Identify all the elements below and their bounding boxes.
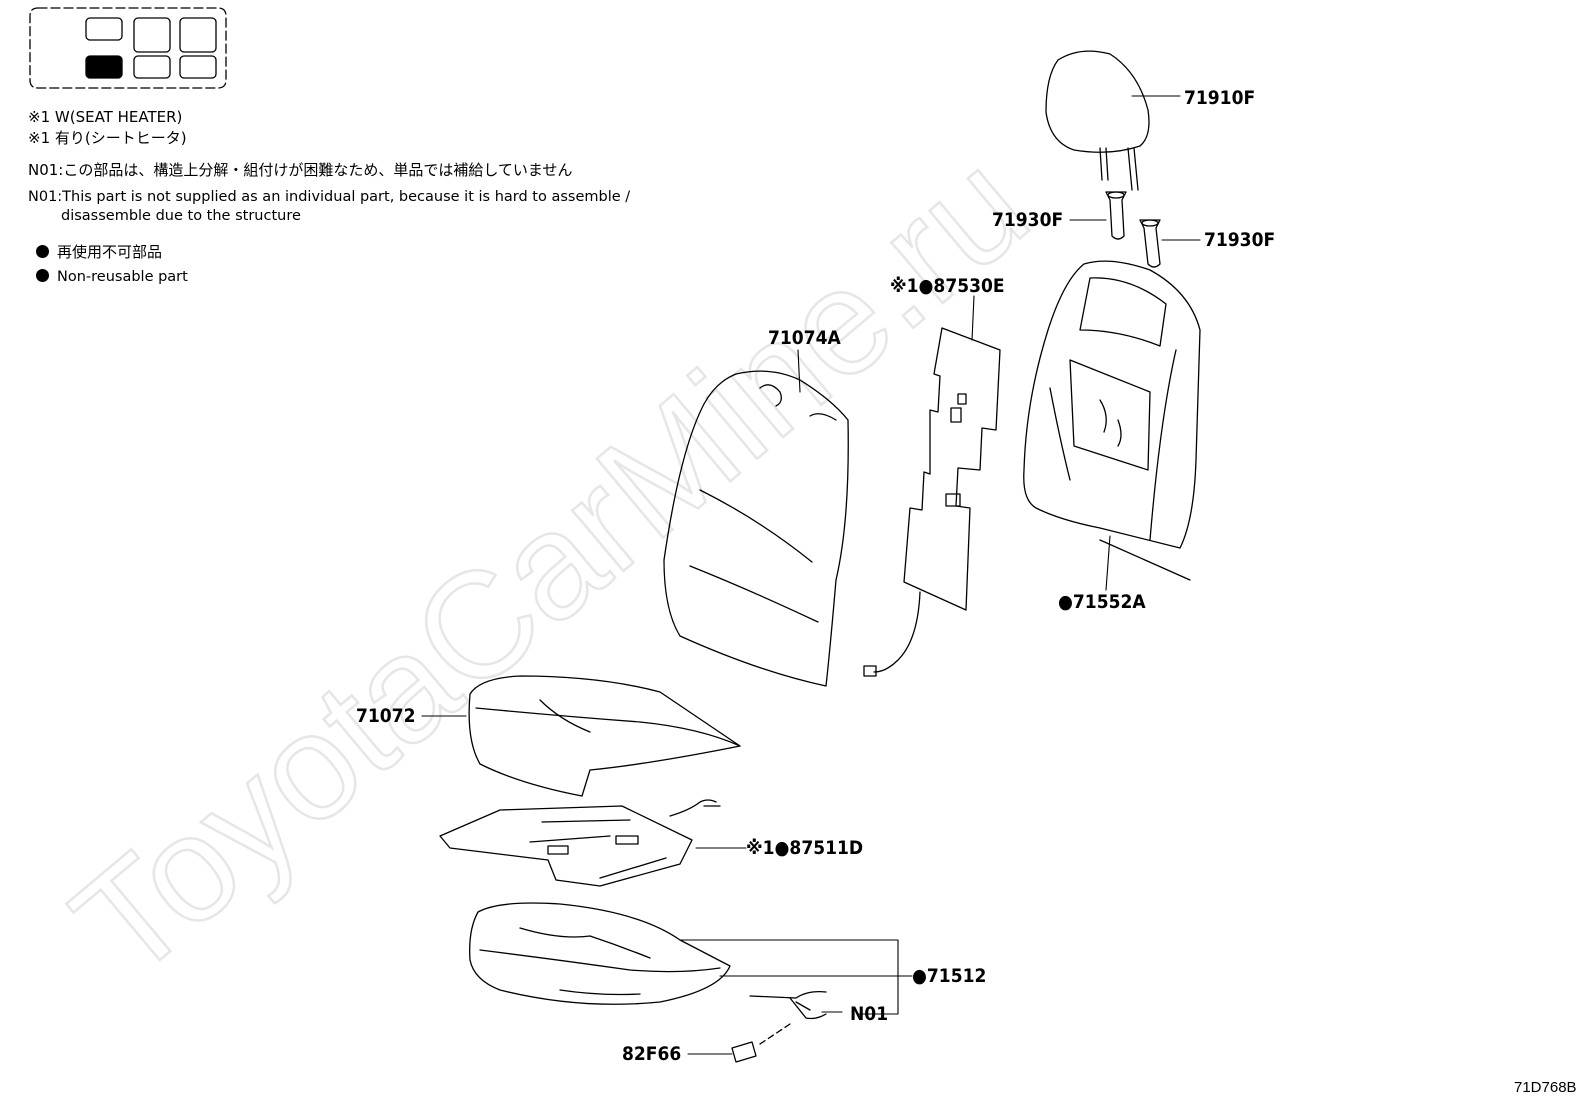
seat-position-icon — [29, 7, 227, 89]
label-71552A: ●71552A — [1058, 591, 1146, 613]
legend-seat-heater-en: ※1 W(SEAT HEATER) — [28, 108, 183, 126]
label-87511D: ※1●87511D — [746, 837, 863, 859]
legend-seat-heater-jp: ※1 有り(シートヒータ) — [28, 129, 187, 147]
label-71072: 71072 — [356, 705, 415, 727]
label-87530E: ※1●87530E — [890, 275, 1005, 297]
label-82F66: 82F66 — [622, 1043, 681, 1065]
legend-n01-en-2: disassemble due to the structure — [61, 208, 301, 224]
headrest-drawing — [1045, 50, 1150, 191]
cushion-pad-drawing — [468, 675, 741, 797]
cushion-cover-drawing — [469, 902, 731, 1005]
bullet-icon — [36, 269, 49, 282]
label-71074A: 71074A — [768, 327, 841, 349]
bullet-icon — [36, 245, 49, 258]
wire-harness-drawing — [731, 990, 827, 1063]
label-71910F: 71910F — [1184, 87, 1255, 109]
legend-n01-jp: N01:この部品は、構造上分解・組付けが困難なため、単品では補給していません — [28, 161, 573, 179]
seat-back-cover-drawing — [1023, 260, 1201, 581]
legend-nonreusable-jp: 再使用不可部品 — [36, 243, 162, 261]
heater-back-drawing — [863, 327, 1001, 677]
heater-cushion-drawing — [439, 799, 721, 887]
legend-nonreusable-en: Non-reusable part — [36, 268, 188, 286]
label-71512: ●71512 — [912, 965, 986, 987]
seat-back-pad-drawing — [663, 370, 849, 687]
legend-n01-en-1: N01:This part is not supplied as an indi… — [28, 189, 631, 205]
support-left-drawing — [1105, 191, 1127, 240]
support-right-drawing — [1139, 219, 1161, 268]
label-71930F-left: 71930F — [992, 209, 1063, 231]
label-n01: N01 — [850, 1003, 888, 1025]
label-71930F-right: 71930F — [1204, 229, 1275, 251]
leader-lines — [421, 95, 1201, 1055]
figure-id: 71D768B — [1514, 1079, 1577, 1096]
